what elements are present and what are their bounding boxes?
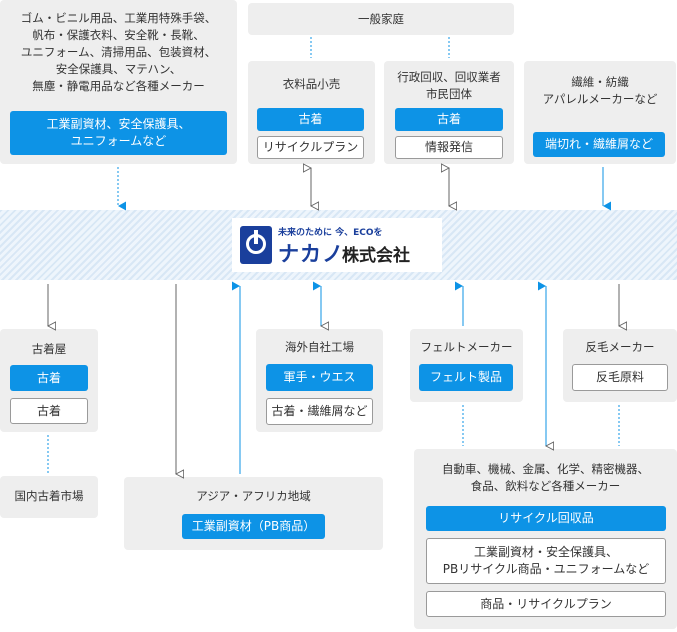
used-clothing-shop-blue-pill: 古着 <box>10 365 88 391</box>
textile-title: 繊維・紡織 アパレルメーカーなど <box>542 75 658 106</box>
company-logo: 未来のために 今、ECOを ナカノ 株式会社 <box>232 218 442 272</box>
textile-box: 繊維・紡織 アパレルメーカーなど 端切れ・繊維屑など <box>524 61 676 164</box>
wool-maker-title: 反毛メーカー <box>585 340 655 354</box>
wool-maker-box: 反毛メーカー 反毛原料 <box>563 329 677 402</box>
government-title: 行政回収、回収業者 市民団体 <box>397 70 501 101</box>
used-clothing-shop-white-pill: 古着 <box>10 398 88 424</box>
used-clothing-shop-box: 古着屋 古着 古着 <box>0 329 98 432</box>
customer-manufacturers-title: 自動車、機械、金属、化学、精密機器、 食品、飲料など各種メーカー <box>442 462 649 493</box>
asia-africa-title: アジア・アフリカ地域 <box>196 489 311 503</box>
clothing-retail-used-clothes-pill: 古着 <box>257 108 364 131</box>
domestic-market-box: 国内古着市場 <box>0 476 98 518</box>
supplier-manufacturers-text: ゴム・ビニル用品、工業用特殊手袋、 帆布・保護衣料、安全靴・長靴、 ユニフォーム… <box>20 11 217 93</box>
products-recycle-plan-pill: 商品・リサイクルプラン <box>426 591 666 617</box>
domestic-market-label: 国内古着市場 <box>14 489 84 503</box>
felt-maker-title: フェルトメーカー <box>420 340 513 354</box>
textile-scraps-pill: 端切れ・繊維屑など <box>533 132 665 157</box>
asia-africa-box: アジア・アフリカ地域 工業副資材（PB商品） <box>124 477 383 550</box>
company-brand: ナカノ <box>278 242 344 266</box>
household-box: 一般家庭 <box>248 3 514 35</box>
supplier-products-pill: 工業副資材、安全保護具、 ユニフォームなど <box>10 111 227 155</box>
company-corp: 株式会社 <box>342 246 410 266</box>
clothing-retail-recycle-plan-pill: リサイクルプラン <box>257 136 364 159</box>
asia-africa-pb-pill: 工業副資材（PB商品） <box>182 514 325 539</box>
government-box: 行政回収、回収業者 市民団体 古着 情報発信 <box>384 61 514 164</box>
company-emblem-icon <box>240 226 272 264</box>
used-clothing-shop-title: 古着屋 <box>31 342 67 356</box>
overseas-factory-gloves-pill: 軍手・ウエス <box>266 364 373 391</box>
customer-manufacturers-box: 自動車、機械、金属、化学、精密機器、 食品、飲料など各種メーカー リサイクル回収… <box>414 449 677 629</box>
government-used-clothes-pill: 古着 <box>395 108 503 131</box>
overseas-factory-scraps-pill: 古着・繊維屑など <box>266 398 373 425</box>
wool-material-pill: 反毛原料 <box>572 364 668 391</box>
felt-maker-box: フェルトメーカー フェルト製品 <box>410 329 523 402</box>
felt-products-pill: フェルト製品 <box>419 364 513 391</box>
overseas-factory-title: 海外自社工場 <box>285 340 354 354</box>
clothing-retail-title: 衣料品小売 <box>282 77 341 91</box>
company-tagline: 未来のために 今、ECOを <box>278 228 383 238</box>
clothing-retail-box: 衣料品小売 古着 リサイクルプラン <box>248 61 375 164</box>
household-label: 一般家庭 <box>358 12 404 26</box>
government-info-pill: 情報発信 <box>395 136 503 159</box>
recycle-collection-pill: リサイクル回収品 <box>426 506 666 531</box>
overseas-factory-box: 海外自社工場 軍手・ウエス 古着・繊維屑など <box>256 329 383 432</box>
supplier-manufacturers-box: ゴム・ビニル用品、工業用特殊手袋、 帆布・保護衣料、安全靴・長靴、 ユニフォーム… <box>0 0 237 164</box>
pb-recycle-products-pill: 工業副資材・安全保護具、 PBリサイクル商品・ユニフォームなど <box>426 538 666 584</box>
